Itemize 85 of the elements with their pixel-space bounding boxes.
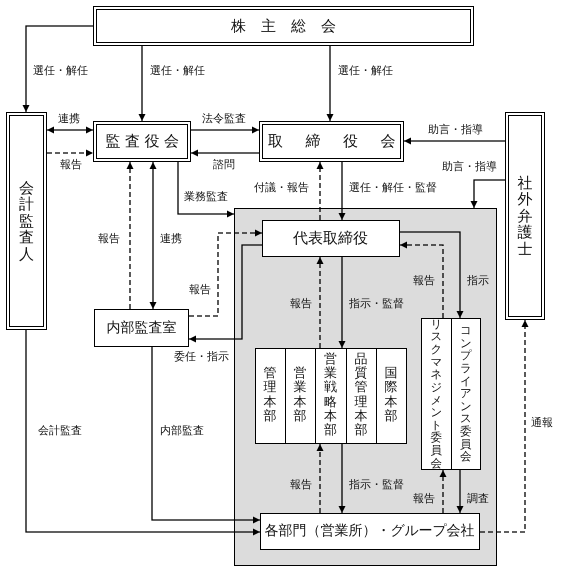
edge-label: 報告 [290, 297, 312, 310]
arrow [22, 25, 93, 112]
arrow [191, 150, 259, 156]
edge-label: 選任・解任 [150, 64, 205, 77]
arrow [338, 162, 346, 220]
edge-label: 指示・監督 [349, 478, 404, 491]
org-unit-box [6, 112, 47, 330]
arrow [316, 257, 324, 348]
arrow [47, 126, 93, 134]
arrow [126, 162, 134, 309]
edge-label: 通報 [531, 416, 553, 429]
unit-name: 監査役会 [105, 132, 184, 151]
arrow [326, 46, 334, 121]
org-unit-box [376, 348, 406, 444]
unit-name: 内部監査室 [106, 319, 176, 337]
org-unit-box [262, 220, 400, 256]
arrow [470, 179, 505, 208]
edge-label: 報告 [290, 478, 312, 491]
group-panel [234, 208, 497, 566]
unit-name: 会計監査人 [19, 180, 34, 262]
org-unit-box [420, 318, 452, 470]
edge-label: 選任・解任 [338, 64, 393, 77]
edge-label: 調査 [467, 492, 489, 505]
arrow [440, 470, 446, 513]
edge-label: 内部監査 [160, 424, 204, 437]
unit-name: 社外弁護士 [518, 174, 532, 258]
arrow [338, 257, 346, 348]
edge-label: 法令監査 [202, 112, 246, 125]
edge-label: 指示 [467, 274, 489, 287]
arrow [25, 330, 260, 536]
org-unit-box [505, 112, 545, 320]
arrow [151, 347, 260, 524]
edge-label: 業務監査 [184, 190, 228, 203]
arrow [150, 162, 156, 309]
org-unit-box [259, 121, 404, 162]
edge-label: 付議・報告 [254, 181, 309, 194]
unit-name: 国際本部 [384, 366, 398, 424]
edge-label: 報告 [189, 283, 211, 296]
arrow [338, 444, 346, 513]
unit-name: 代表取締役 [293, 228, 368, 248]
arrow [316, 444, 324, 513]
arrow [47, 150, 93, 156]
arrow [191, 126, 259, 134]
edge-label: 諮問 [213, 158, 235, 171]
unit-name: 株主総会 [231, 16, 351, 36]
edge-label: 報告 [413, 274, 435, 287]
unit-name: リスクマネジメント委員会 [430, 318, 442, 470]
arrow [400, 242, 444, 318]
arrow [189, 244, 262, 342]
unit-name: 取締役会 [268, 132, 418, 151]
unit-name: 各部門（営業所）・グループ会社 [264, 522, 474, 540]
arrow [189, 230, 262, 317]
edge-label: 会計監査 [38, 424, 82, 437]
unit-name: 品質管理本部 [354, 352, 368, 438]
edge-label: 連携 [58, 112, 80, 125]
arrow [177, 162, 234, 218]
edge-label: 指示・監督 [349, 297, 404, 310]
edge-label: 助言・指導 [428, 123, 483, 136]
edge-label: 報告 [98, 232, 120, 245]
unit-name: 管理本部 [264, 366, 276, 424]
org-unit-box [346, 348, 376, 444]
org-unit-box [254, 348, 286, 444]
org-unit-box [93, 6, 474, 46]
edge-label: 委任・指示 [174, 350, 229, 363]
edge-label: 連携 [160, 232, 182, 245]
org-unit-box [450, 318, 480, 470]
arrow [404, 138, 505, 144]
edge-label: 選任・解任・監督 [349, 181, 437, 194]
unit-name: 営業本部 [294, 366, 306, 424]
org-unit-box [260, 512, 480, 550]
edge-label: 助言・指導 [442, 160, 497, 173]
edge-label: 報告 [413, 492, 435, 505]
unit-name: 営業戦略本部 [324, 352, 337, 438]
arrow [138, 46, 146, 121]
org-unit-box [284, 348, 316, 444]
arrow [456, 470, 464, 513]
unit-name: コンプライアンス委員会 [460, 324, 472, 464]
org-unit-box [93, 121, 191, 162]
arrow [480, 320, 528, 533]
arrow [316, 162, 324, 220]
org-unit-box [94, 309, 189, 347]
edge-label: 報告 [60, 158, 82, 171]
arrow [400, 231, 464, 318]
edge-label: 選任・解任 [33, 64, 88, 77]
org-unit-box [314, 348, 346, 444]
